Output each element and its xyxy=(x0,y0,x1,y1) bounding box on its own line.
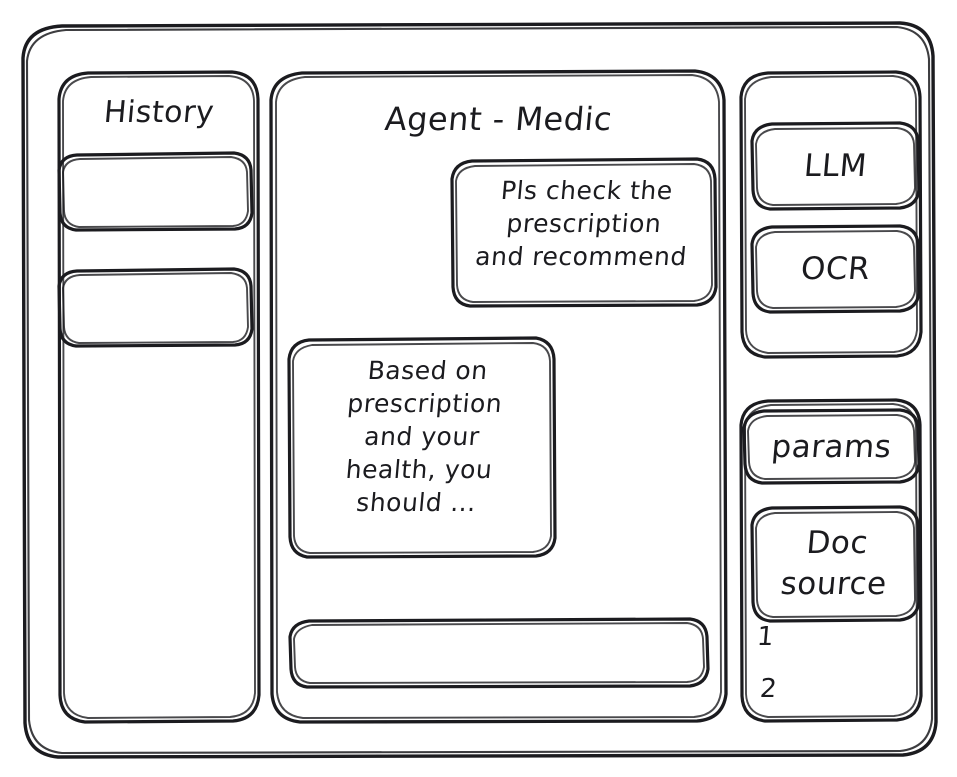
history-item-1[interactable] xyxy=(59,153,252,230)
history-item-2[interactable] xyxy=(59,269,252,346)
message-bubble-user: Pls check the prescription and recommend xyxy=(452,159,716,306)
message-text-assistant: Based on prescription and your health, y… xyxy=(344,356,504,517)
message-composer-input[interactable] xyxy=(290,619,708,687)
tool-button-label: OCR xyxy=(799,251,872,287)
source-list-item-2[interactable]: 2 xyxy=(758,674,779,704)
sources-button-params[interactable]: params xyxy=(744,410,919,483)
tool-button-llm[interactable]: LLM xyxy=(752,123,919,209)
sources-button-label: params xyxy=(770,429,893,465)
sources-button-label: Doc source xyxy=(779,525,889,602)
tool-button-ocr[interactable]: OCR xyxy=(752,226,919,312)
tool-button-label: LLM xyxy=(802,148,869,184)
message-text-user: Pls check the prescription and recommend xyxy=(474,176,689,271)
sources-button-doc-source[interactable]: Doc source xyxy=(752,507,919,621)
source-list-item-1[interactable]: 1 xyxy=(755,622,776,652)
message-bubble-assistant: Based on prescription and your health, y… xyxy=(289,338,555,557)
main-panel-title: Agent - Medic xyxy=(383,100,614,138)
history-panel-title: History xyxy=(102,95,216,130)
